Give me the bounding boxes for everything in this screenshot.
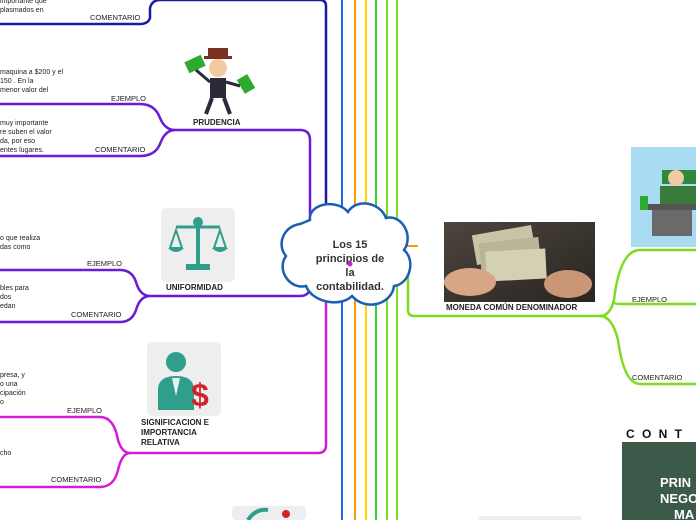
branch-purple-uniformidad (0, 232, 312, 298)
moneda-ejemplo-label[interactable]: EJEMPLO (632, 295, 668, 304)
uniformidad-ejemplo-text: o que realiza das como (0, 235, 41, 251)
branch-navy (0, 0, 328, 240)
branch-lime-ejemplo (599, 299, 696, 318)
significacion-comentario-text: cho (0, 450, 12, 457)
book-cover-line-2: PRIN (660, 475, 692, 490)
prudencia-ejemplo-label[interactable]: EJEMPLO (111, 94, 147, 103)
book-cover-image (618, 426, 696, 520)
branch-magenta-ejemplo (0, 300, 328, 455)
significacion-title-line-3: RELATIVA (141, 438, 180, 447)
branch-purple-comentario (0, 128, 176, 158)
uniformidad-ejemplo-label[interactable]: EJEMPLO (87, 259, 123, 268)
book-cover-title: C O N T (626, 427, 684, 441)
person-dollar-icon: $ (147, 342, 221, 416)
prudencia-ejemplo-text: maquina a $200 y el 150 . En la menor va… (0, 69, 64, 94)
moneda-comentario-label[interactable]: COMENTARIO (632, 373, 683, 382)
center-title[interactable]: Los 15 principios de la contabilidad. (300, 238, 400, 294)
cashier-icon (631, 147, 696, 247)
branch-lime-comentario (599, 314, 696, 386)
book-cover-line-4: MA (674, 507, 695, 522)
uniformidad-comentario-label[interactable]: COMENTARIO (71, 310, 122, 319)
top-comentario-label[interactable]: COMENTARIO (90, 13, 141, 22)
moneda-title[interactable]: MONEDA COMÚN DENOMINADOR (446, 303, 578, 312)
branch-magenta-comentario (0, 451, 131, 489)
branch-purple-uniformidad-com (0, 294, 151, 324)
partial-bottom-box (478, 516, 582, 520)
significacion-ejemplo-text: presa, y o una cipación o (0, 372, 26, 406)
center-line-4: contabilidad. (316, 281, 384, 293)
uniformidad-comentario-text: bles para dos edan (0, 285, 29, 310)
money-photo (444, 222, 595, 302)
center-dot (347, 261, 353, 267)
book-cover-line-3: NEGO (660, 491, 696, 506)
uniformidad-title[interactable]: UNIFORMIDAD (166, 283, 223, 292)
significacion-ejemplo-label[interactable]: EJEMPLO (67, 406, 103, 415)
significacion-comentario-label[interactable]: COMENTARIO (51, 475, 102, 484)
center-line-3: la (345, 267, 355, 279)
prudencia-comentario-text: muy importante re suben el valor da, por… (0, 120, 52, 154)
significacion-title-line-1: SIGNIFICACION E (141, 418, 210, 427)
significacion-title-line-2: IMPORTANCIA (141, 428, 197, 437)
money-man-icon (184, 48, 256, 115)
partial-bottom-icon (232, 506, 306, 520)
significacion-title[interactable]: SIGNIFICACION E IMPORTANCIA RELATIVA (141, 418, 209, 448)
center-cloud[interactable] (280, 202, 412, 306)
svg-text:$: $ (191, 377, 209, 413)
center-line-2: principios de (315, 253, 385, 265)
prudencia-comentario-label[interactable]: COMENTARIO (95, 145, 146, 154)
top-text: importante que plasmados en (0, 0, 47, 14)
scale-icon (161, 208, 235, 282)
center-line-1: Los 15 (332, 239, 368, 251)
prudencia-title[interactable]: PRUDENCIA (193, 118, 241, 127)
branch-purple-ejemplo (0, 102, 312, 232)
